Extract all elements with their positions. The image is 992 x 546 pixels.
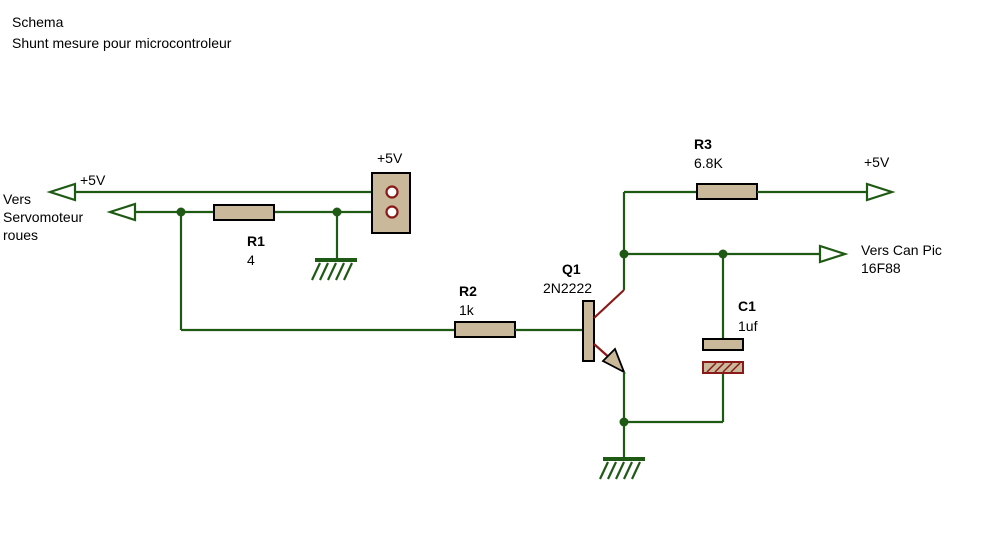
resistor-r2 <box>454 321 583 338</box>
schematic-title: Schema <box>12 14 64 30</box>
left-destination-line-3: roues <box>3 227 38 243</box>
wire-collector <box>622 190 820 339</box>
transistor-q1 <box>582 289 626 374</box>
output-label-line-1: Vers Can Pic <box>861 242 942 258</box>
wire-left-return <box>135 210 455 332</box>
q1-ref-label: Q1 <box>562 261 581 277</box>
junction-dot <box>619 417 629 427</box>
left-terminal-return-arrow-icon <box>106 202 137 222</box>
power-connector <box>371 172 411 234</box>
r2-value-label: 1k <box>459 302 475 318</box>
left-destination-line-2: Servomoteur <box>3 209 83 225</box>
junction-dot <box>619 249 629 259</box>
wire-emitter <box>622 372 725 458</box>
left-destination-line-1: Vers <box>3 191 31 207</box>
r3-ref-label: R3 <box>694 136 712 152</box>
resistor-r1 <box>213 204 275 221</box>
ground-left-icon <box>311 258 357 281</box>
r3-value-label: 6.8K <box>694 155 723 171</box>
junction-dot <box>332 207 342 217</box>
c1-ref-label: C1 <box>738 298 756 314</box>
left-supply-label: +5V <box>80 172 106 188</box>
q1-value-label: 2N2222 <box>543 280 592 296</box>
capacitor-c1 <box>702 338 744 374</box>
output-arrow-icon <box>818 244 849 264</box>
junction-dot <box>718 249 728 259</box>
resistor-r3 <box>696 183 867 200</box>
r2-ref-label: R2 <box>459 283 477 299</box>
r1-ref-label: R1 <box>247 233 265 249</box>
r1-value-label: 4 <box>247 252 255 268</box>
right-terminal-5v-arrow-icon <box>865 182 896 202</box>
right-supply-label: +5V <box>864 154 890 170</box>
output-label-line-2: 16F88 <box>861 260 901 276</box>
schematic-subtitle: Shunt mesure pour microcontroleur <box>12 35 232 51</box>
connector-label: +5V <box>377 150 403 166</box>
left-terminal-5v-arrow-icon <box>46 182 77 202</box>
c1-value-label: 1uf <box>738 318 758 334</box>
junction-dot <box>176 207 186 217</box>
ground-right-icon <box>599 457 645 480</box>
